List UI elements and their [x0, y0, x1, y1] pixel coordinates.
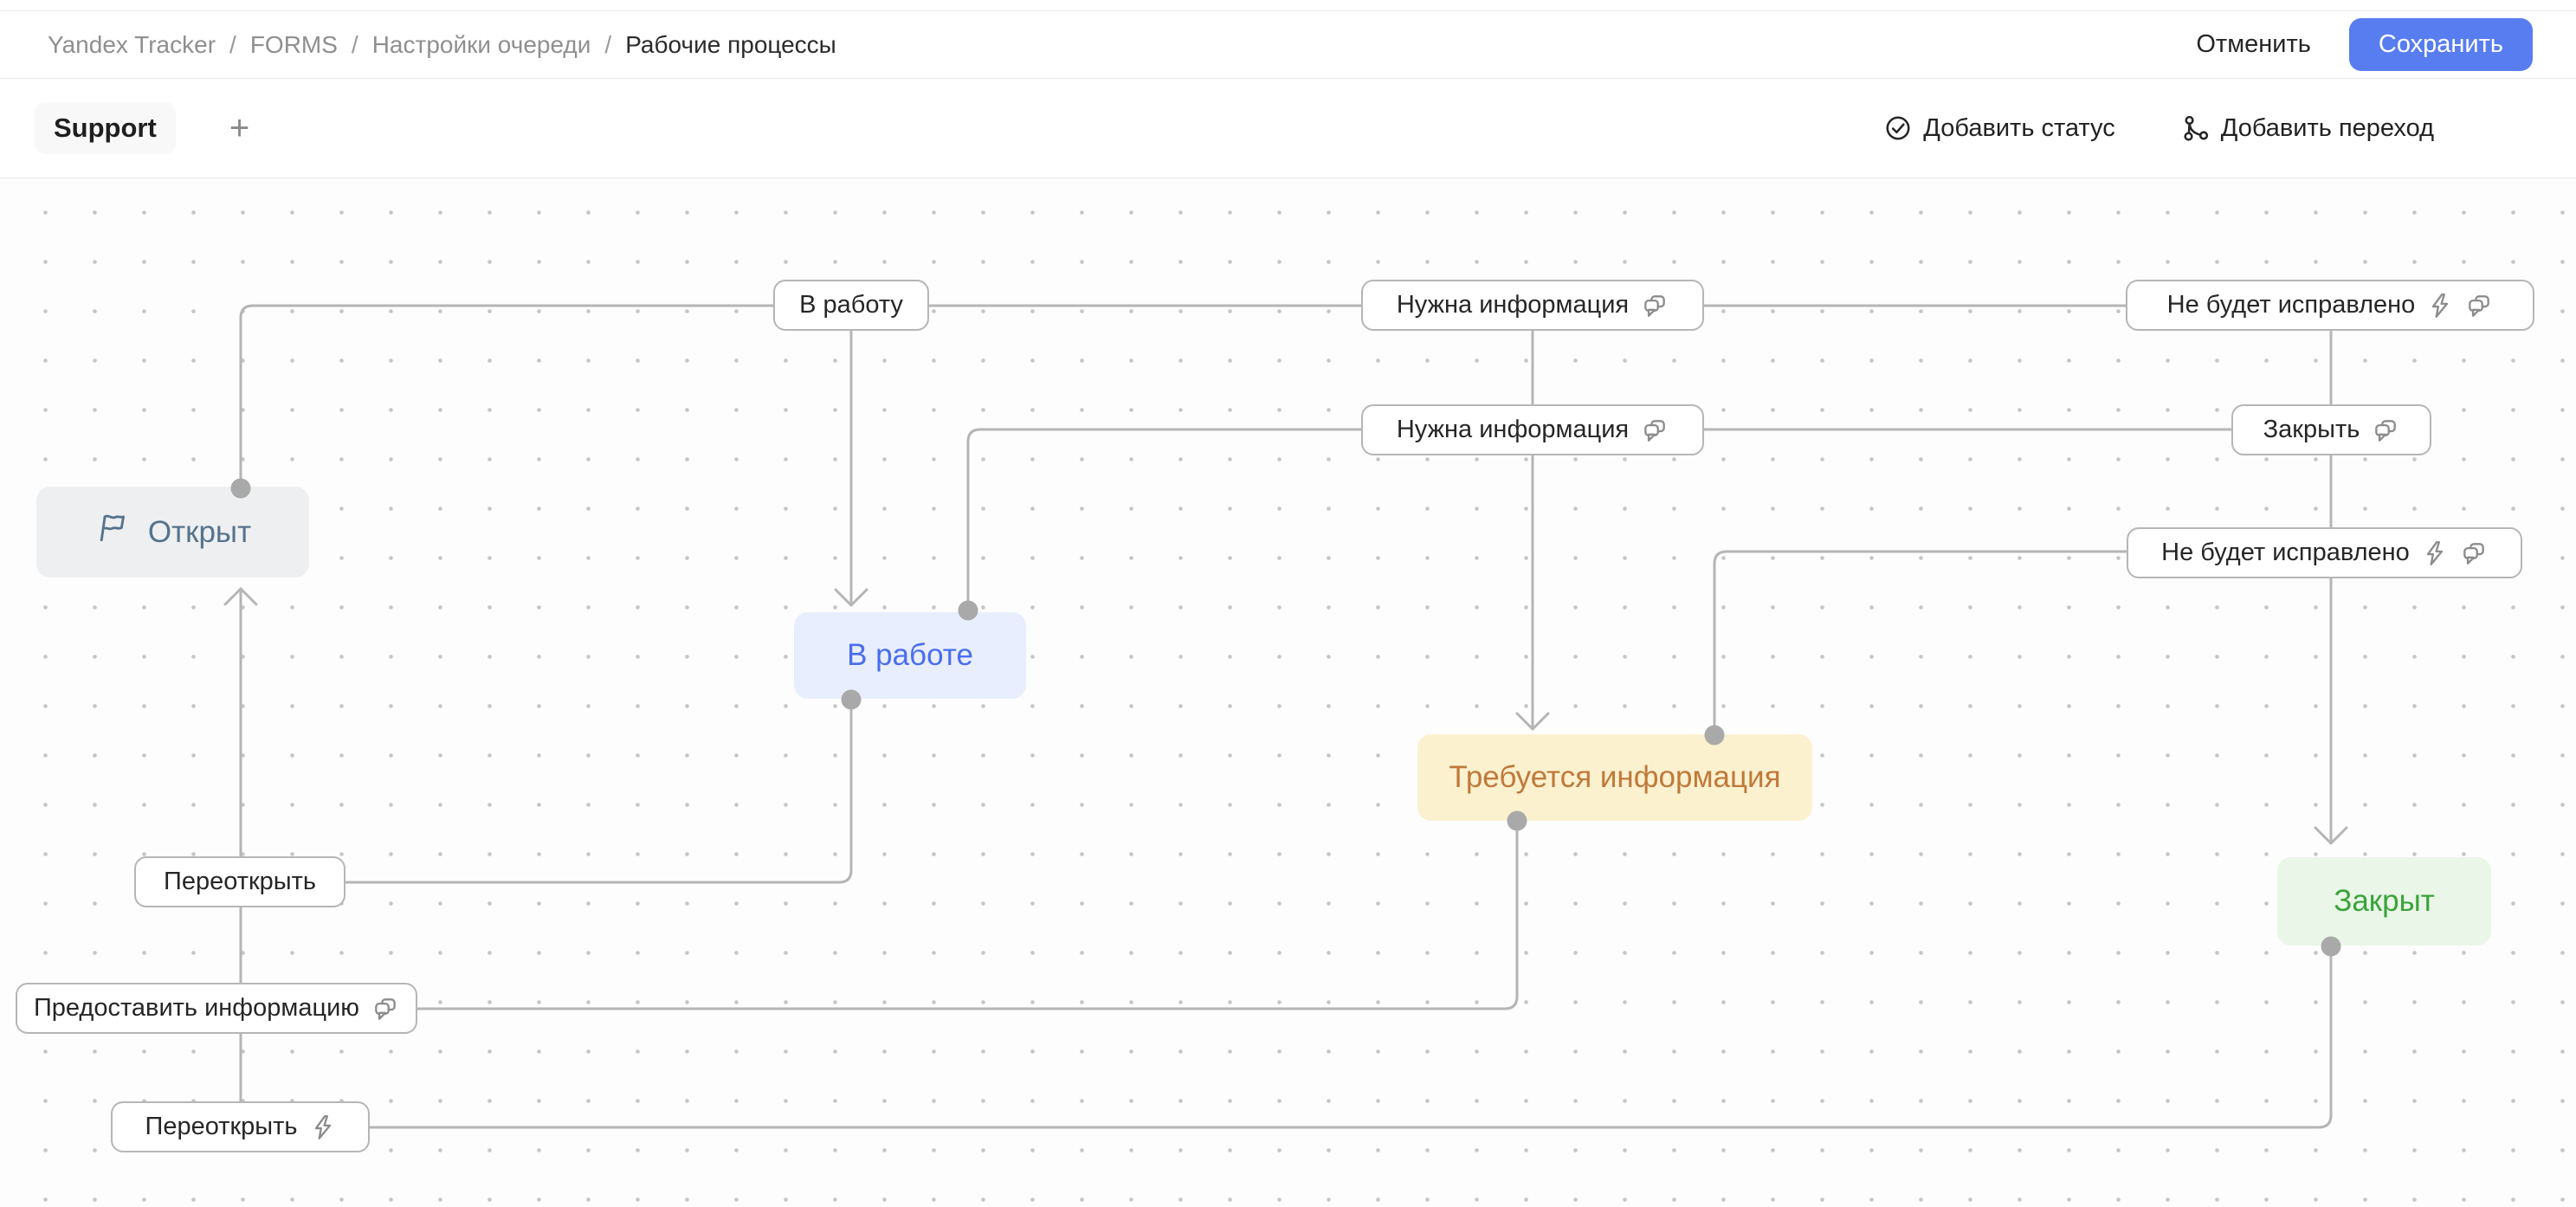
transition-reopen-2[interactable]: Переоткрыть [111, 1101, 370, 1152]
tab-support-workflow[interactable]: Support [35, 102, 176, 154]
top-divider [0, 10, 2576, 11]
transition-wont-fix-2[interactable]: Не будет исправлено [2127, 527, 2522, 578]
transition-label: В работу [799, 291, 903, 319]
branch-icon [2181, 113, 2211, 143]
status-need-info[interactable]: Требуется информация [1417, 734, 1812, 821]
transition-label: Переоткрыть [163, 868, 317, 895]
transition-provide-info[interactable]: Предоставить информацию [16, 983, 417, 1034]
comment-icon [1641, 416, 1669, 444]
workflow-toolbar: Support + Добавить статус Д [0, 79, 2576, 178]
status-in-progress[interactable]: В работе [794, 612, 1026, 699]
breadcrumb-separator: / [351, 30, 358, 58]
add-workflow-tab-button[interactable]: + [221, 107, 258, 149]
add-transition-button[interactable]: Добавить переход [2176, 113, 2439, 144]
comment-icon [1641, 292, 1669, 320]
breadcrumb-separator: / [229, 30, 236, 58]
status-label: Требуется информация [1449, 760, 1781, 794]
comment-icon [2465, 292, 2493, 320]
add-status-label: Добавить статус [1923, 113, 2115, 142]
status-label: Закрыт [2334, 884, 2435, 918]
check-circle-icon [1883, 113, 1913, 143]
add-transition-label: Добавить переход [2220, 113, 2434, 142]
breadcrumb-item-settings[interactable]: Настройки очереди [371, 30, 591, 58]
transition-label: Переоткрыть [145, 1113, 298, 1140]
transition-wont-fix-1[interactable]: Не будет исправлено [2126, 280, 2534, 331]
workflow-canvas[interactable] [0, 178, 2576, 1207]
status-label: Открыт [147, 514, 252, 549]
breadcrumb-item-workflows: Рабочие процессы [625, 30, 836, 58]
transition-to-work[interactable]: В работу [773, 280, 929, 331]
lightning-icon [2427, 292, 2453, 320]
breadcrumb: Yandex Tracker / FORMS / Настройки очере… [48, 31, 836, 59]
status-open[interactable]: Открыт [36, 487, 309, 578]
save-button[interactable]: Сохранить [2348, 18, 2533, 71]
lightning-icon [310, 1113, 336, 1141]
transition-label: Закрыть [2263, 416, 2360, 443]
transition-label: Предоставить информацию [33, 994, 360, 1022]
transition-reopen-1[interactable]: Переоткрыть [134, 856, 345, 907]
transition-label: Не будет исправлено [2161, 539, 2410, 566]
comment-icon [2372, 416, 2399, 444]
cancel-button[interactable]: Отменить [2191, 23, 2316, 66]
transition-need-info-1[interactable]: Нужна информация [1361, 280, 1704, 331]
breadcrumb-item-queue[interactable]: FORMS [249, 30, 338, 58]
add-status-button[interactable]: Добавить статус [1878, 113, 2120, 144]
transition-label: Нужна информация [1396, 416, 1630, 443]
lightning-icon [2422, 539, 2448, 567]
comment-icon [2460, 539, 2488, 567]
transition-close[interactable]: Закрыть [2231, 404, 2431, 455]
status-closed[interactable]: Закрыт [2277, 857, 2491, 946]
breadcrumb-item-tracker[interactable]: Yandex Tracker [48, 30, 216, 58]
comment-icon [371, 995, 399, 1023]
transition-need-info-2[interactable]: Нужна информация [1361, 404, 1704, 455]
transition-label: Нужна информация [1396, 291, 1630, 319]
breadcrumb-separator: / [604, 30, 612, 58]
breadcrumb-bar: Yandex Tracker / FORMS / Настройки очере… [0, 11, 2576, 79]
flag-icon [94, 509, 132, 555]
transition-label: Не будет исправлено [2166, 291, 2416, 319]
status-label: В работе [847, 638, 973, 672]
